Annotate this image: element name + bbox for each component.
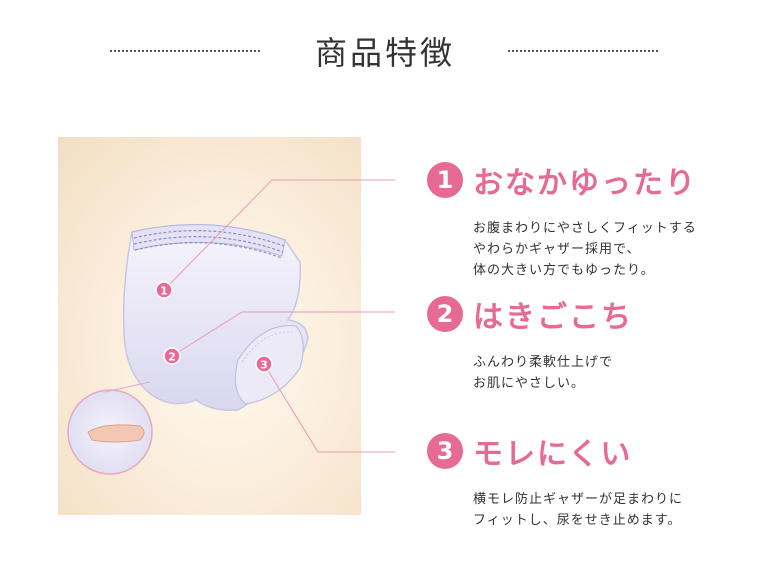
marker-1: 1 (155, 281, 173, 299)
description-line: 体の大きい方でもゆったり。 (473, 263, 655, 278)
marker-3: 3 (255, 355, 273, 373)
feature-2: 2 はきごこち ふんわり柔軟仕上げで お肌にやさしい。 (427, 294, 633, 394)
feature-description: お腹まわりにやさしくフィットする やわらかギャザー採用で、 体の大きい方でもゆっ… (473, 218, 697, 281)
callout-line-2 (171, 311, 395, 357)
zoom-connector-line (104, 381, 151, 393)
feature-title: モレにくい (473, 437, 633, 472)
page-title: 商品特徴 (314, 34, 455, 72)
dotted-divider-left (110, 50, 260, 52)
description-line: お肌にやさしい。 (473, 376, 586, 391)
description-line: フィットし、尿をせき止めます。 (473, 513, 682, 528)
feature-title: おなかゆったり (473, 166, 697, 201)
callout-line-3 (263, 363, 395, 453)
zoom-detail-icon (67, 389, 153, 475)
feature-number-badge: 2 (427, 296, 463, 332)
svg-text:1: 1 (160, 285, 168, 298)
description-line: やわらかギャザー採用で、 (473, 242, 641, 257)
callout-line-1 (163, 179, 395, 291)
dotted-divider-right (508, 50, 658, 52)
feature-description: 横モレ防止ギャザーが足まわりに フィットし、尿をせき止めます。 (473, 489, 683, 531)
feature-number-badge: 1 (427, 162, 463, 198)
marker-2: 2 (163, 347, 181, 365)
feature-title: はきごこち (473, 300, 633, 335)
description-line: ふんわり柔軟仕上げで (473, 355, 614, 370)
feature-number-badge: 3 (427, 433, 463, 469)
diaper-pants-icon (122, 223, 309, 412)
feature-1: 1 おなかゆったり お腹まわりにやさしくフィットする やわらかギャザー採用で、 … (427, 160, 697, 281)
description-line: 横モレ防止ギャザーが足まわりに (473, 492, 684, 507)
description-line: お腹まわりにやさしくフィットする (473, 221, 697, 236)
feature-3: 3 モレにくい 横モレ防止ギャザーが足まわりに フィットし、尿をせき止めます。 (427, 431, 683, 531)
feature-description: ふんわり柔軟仕上げで お肌にやさしい。 (473, 352, 633, 394)
svg-text:2: 2 (168, 351, 176, 364)
svg-text:3: 3 (260, 359, 268, 372)
section-header: 商品特徴 (0, 28, 770, 72)
